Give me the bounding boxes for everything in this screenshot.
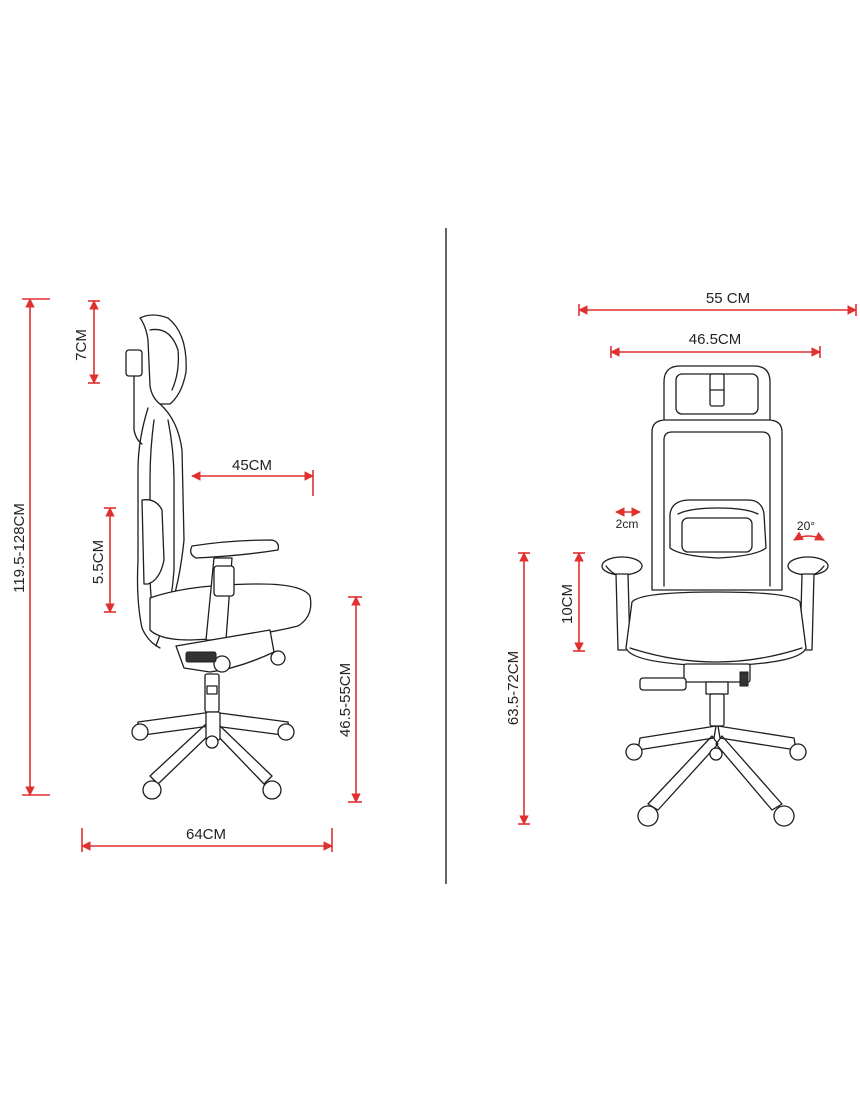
armrest-slide-label: 2cm: [616, 517, 639, 531]
front-view: 55 CM 46.5CM 2cm 20° 10CM: [505, 290, 857, 827]
base-depth-label: 64CM: [186, 826, 226, 843]
armrest-height-travel-label: 10CM: [559, 584, 576, 624]
dim-base-depth: 64CM: [81, 826, 333, 852]
dim-armrest-travel: 5.5CM: [90, 507, 116, 613]
dim-overall-width: 55 CM: [578, 290, 857, 316]
dim-seat-height: 46.5-55CM: [337, 596, 362, 803]
front-chair-drawing: [601, 365, 829, 827]
dim-seat-width: 46.5CM: [610, 331, 821, 358]
seat-depth-label: 45CM: [232, 457, 272, 474]
seat-height-label: 46.5-55CM: [337, 663, 354, 737]
seat-width-label: 46.5CM: [689, 331, 742, 348]
headrest-travel-label: 7CM: [73, 329, 90, 361]
dim-seat-depth: 45CM: [191, 457, 314, 496]
dim-total-height: 119.5-128CM: [11, 298, 50, 796]
dim-armrest-height-travel: 10CM: [559, 552, 585, 652]
dim-armrest-rotate: 20°: [793, 519, 825, 541]
dim-armrest-height: 63.5-72CM: [505, 552, 530, 825]
armrest-travel-label: 5.5CM: [90, 540, 107, 584]
overall-width-label: 55 CM: [706, 290, 750, 307]
dim-headrest-travel: 7CM: [73, 300, 100, 384]
dim-armrest-slide: 2cm: [615, 507, 641, 531]
side-chair-drawing: [125, 314, 312, 800]
side-view: 119.5-128CM 7CM 45CM 5.5CM 46.5-55C: [11, 298, 362, 852]
total-height-label: 119.5-128CM: [11, 503, 28, 593]
armrest-rotate-label: 20°: [797, 519, 815, 533]
armrest-height-label: 63.5-72CM: [505, 651, 522, 725]
